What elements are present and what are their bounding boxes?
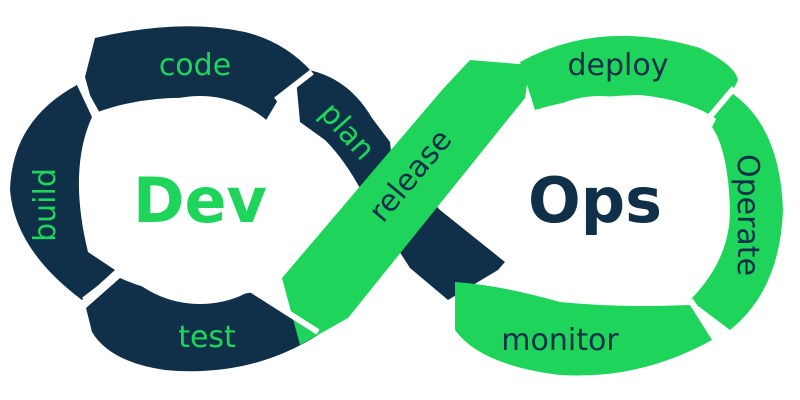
code-segment bbox=[85, 26, 312, 123]
ops-inner-circle bbox=[496, 96, 704, 304]
ops-title: Ops bbox=[528, 164, 662, 237]
dev-title: Dev bbox=[133, 164, 267, 237]
stage-label-test: test bbox=[178, 320, 236, 355]
dev-inner-circle bbox=[96, 96, 304, 304]
stage-label-code: code bbox=[159, 48, 231, 83]
build-segment bbox=[10, 85, 115, 300]
stage-label-build: build bbox=[28, 168, 63, 242]
plan-segment bbox=[295, 68, 392, 192]
dev-loop bbox=[10, 26, 505, 372]
stage-label-operate: Operate bbox=[730, 154, 765, 276]
test-segment bbox=[86, 278, 318, 372]
segment-separators bbox=[75, 69, 737, 340]
stage-label-monitor: monitor bbox=[501, 323, 619, 358]
operate-segment bbox=[690, 92, 783, 330]
release-segment bbox=[282, 60, 530, 345]
stage-label-deploy: deploy bbox=[568, 48, 669, 83]
deploy-segment bbox=[520, 35, 738, 120]
ops-loop bbox=[282, 35, 783, 376]
monitor-segment bbox=[455, 282, 712, 376]
